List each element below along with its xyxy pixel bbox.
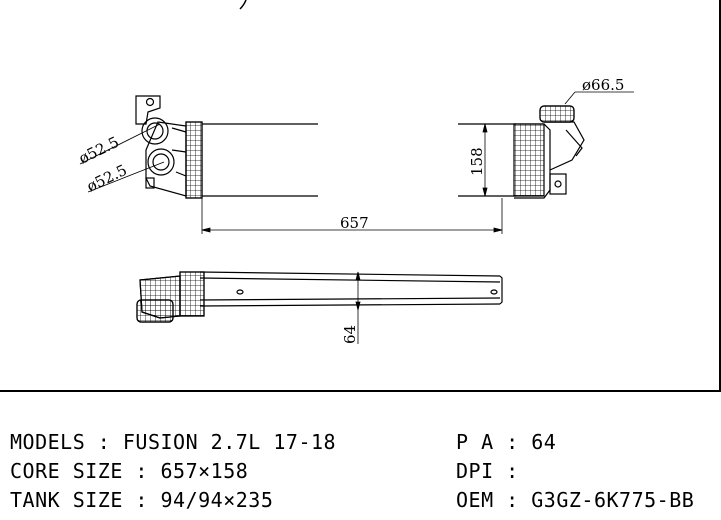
dim-core-length-label: 657: [340, 214, 369, 232]
front-view-left: [135, 95, 318, 199]
spec-oem: OEM : G3GZ-6K775-BB: [456, 488, 695, 512]
dim-thickness-label: 64: [341, 325, 359, 344]
dim-inlet-bottom-label: ø52.5: [84, 161, 130, 196]
top-view: [136, 271, 503, 323]
dim-outlet-label: ø66.5: [582, 76, 624, 94]
spec-divider: [0, 390, 721, 392]
dim-core-height-label: 158: [468, 147, 486, 176]
dim-inlet-top-label: ø52.5: [76, 133, 122, 168]
spec-core-size: CORE SIZE : 657×158: [10, 459, 249, 483]
spec-tank-size: TANK SIZE : 94/94×235: [10, 488, 274, 512]
spec-pa: P A : 64: [456, 430, 557, 454]
spec-dpi: DPI :: [456, 459, 519, 483]
dimension-lines: [79, 91, 634, 344]
spec-models: MODELS : FUSION 2.7L 17-18: [10, 430, 337, 454]
frame-right-border: [719, 0, 721, 392]
